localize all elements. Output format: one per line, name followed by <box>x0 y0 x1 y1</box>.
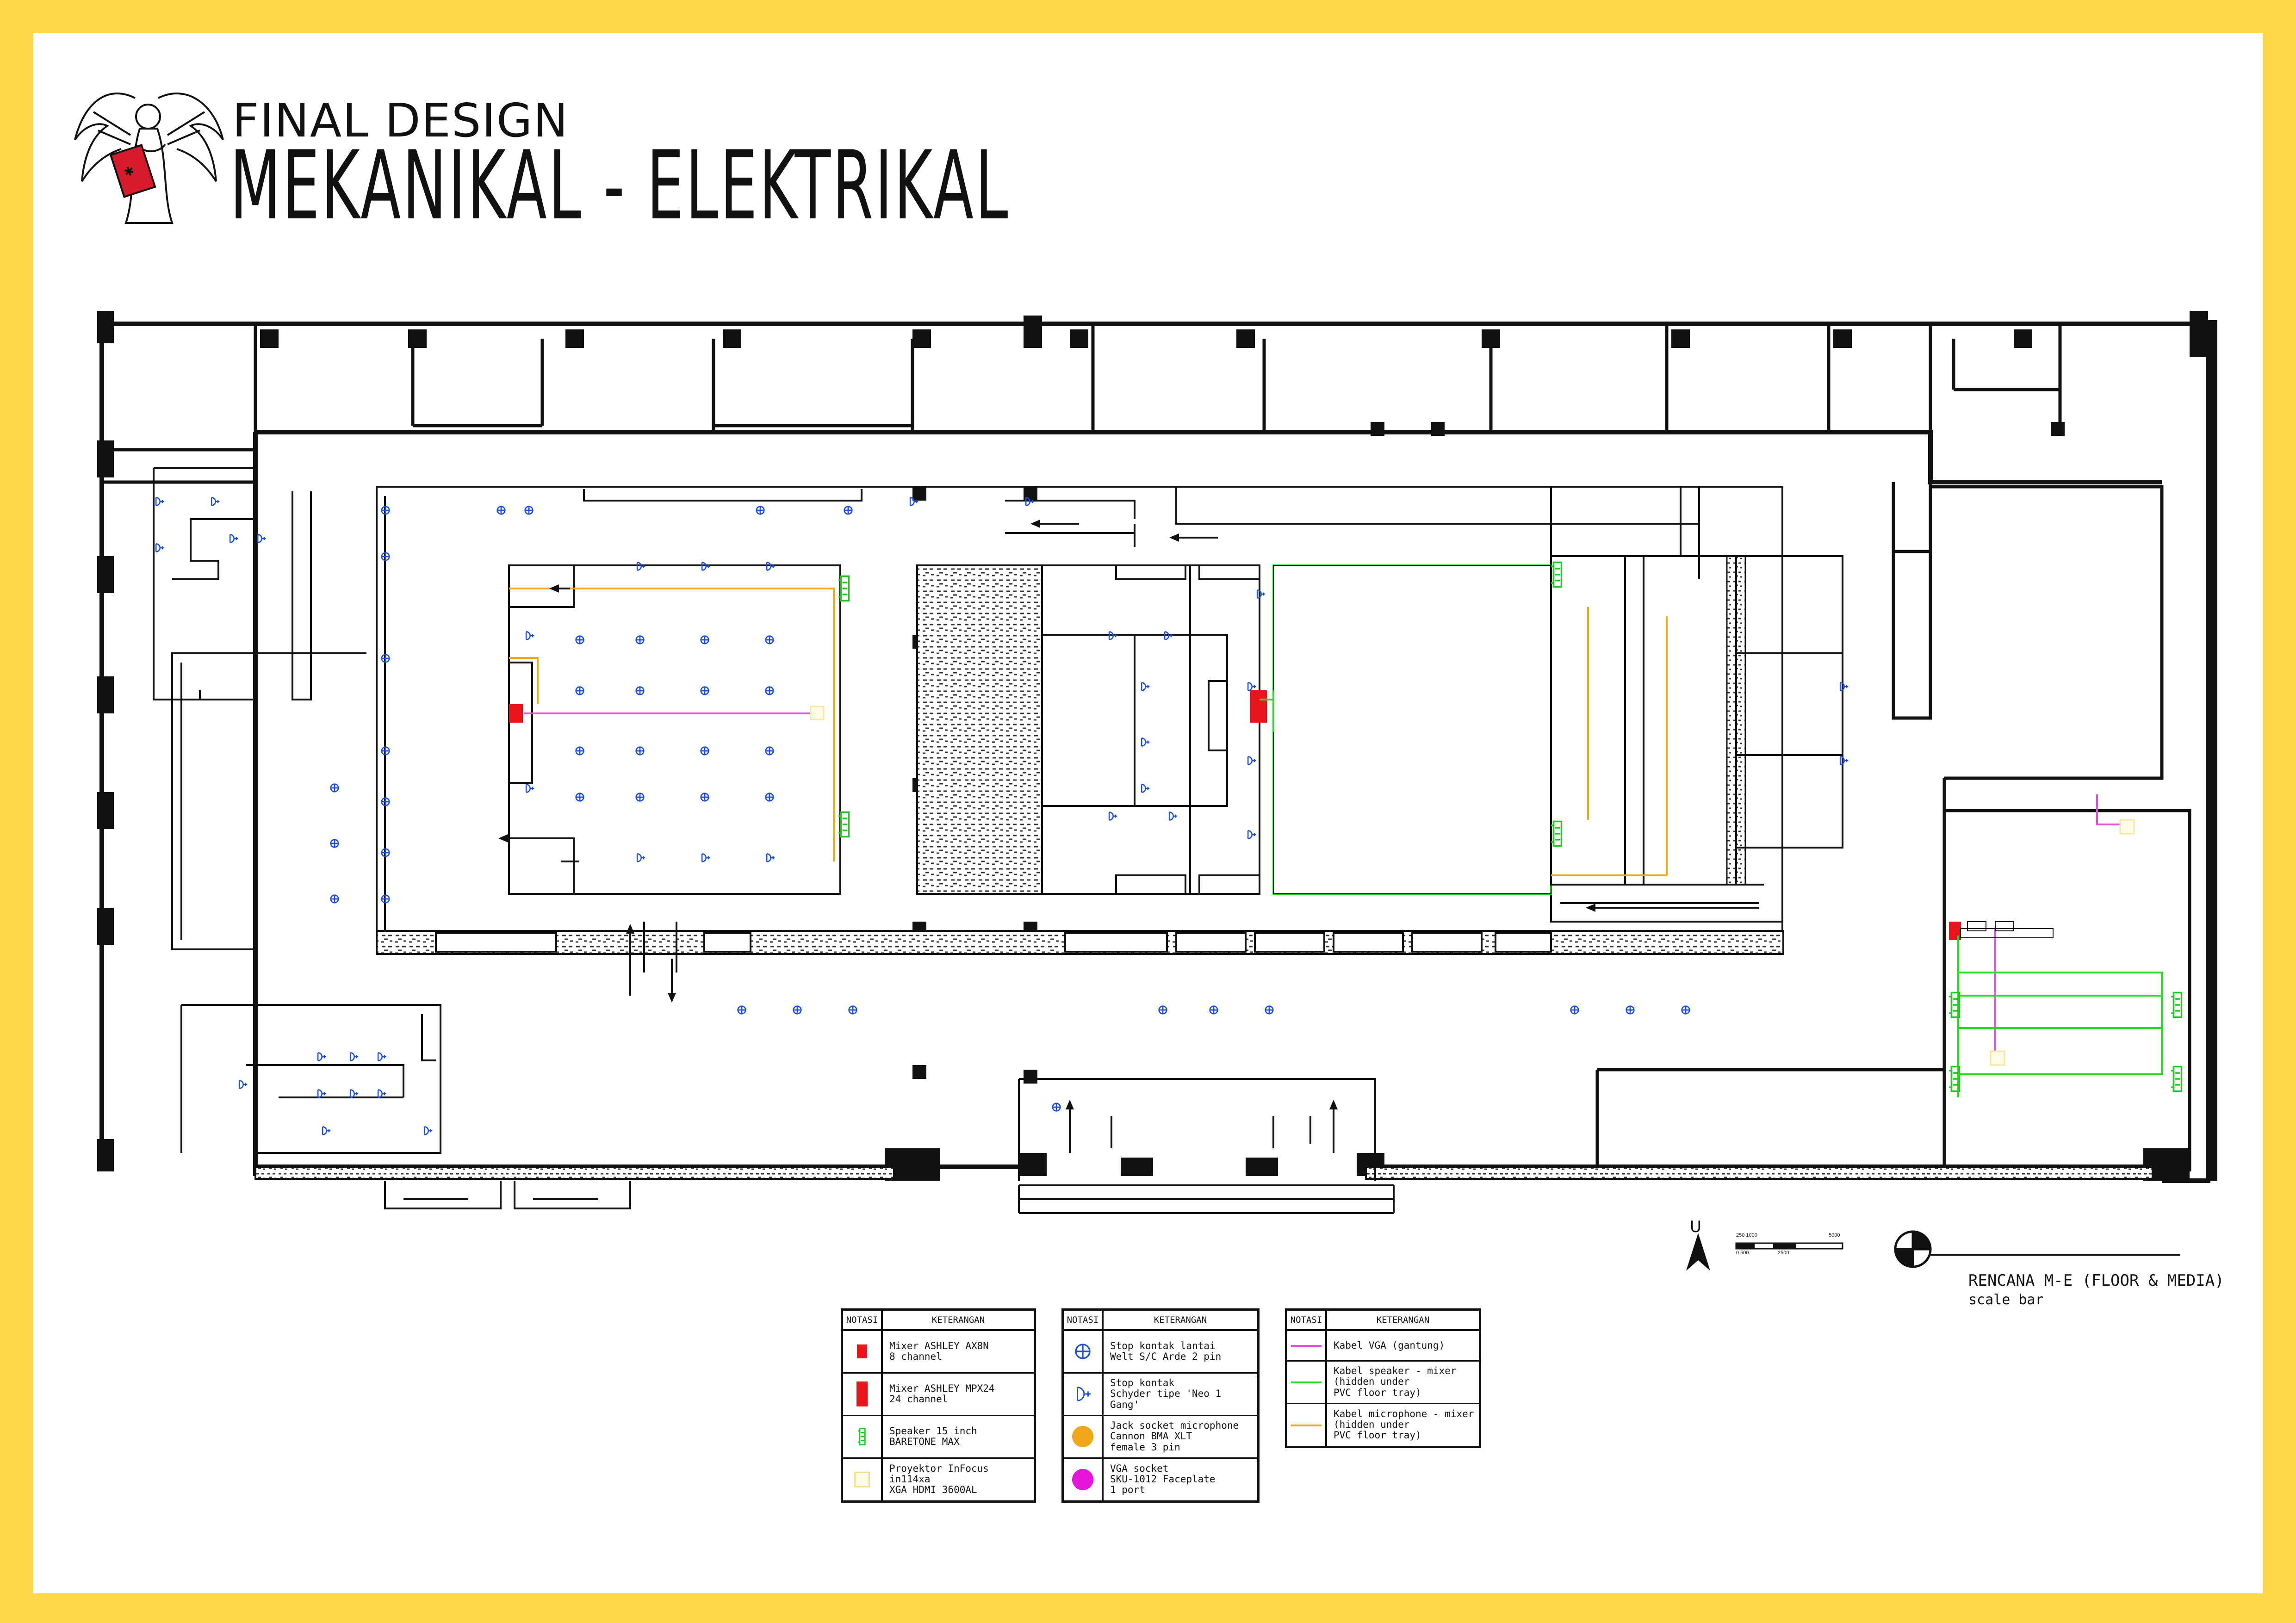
legend-line: PVC floor tray) <box>1334 1430 1421 1441</box>
legend-line: XGA HDMI 3600AL <box>889 1484 977 1496</box>
legend-line: Kabel microphone - mixer <box>1334 1408 1474 1420</box>
scale-tick: 250 1000 <box>1736 1233 1757 1238</box>
legend-line: BARETONE MAX <box>889 1436 960 1447</box>
south-wall-band-right <box>1365 1166 2153 1180</box>
mixer-ax8n <box>509 704 523 723</box>
legend-line: VGA socket <box>1110 1463 1169 1474</box>
scale-bar: 250 1000 0 500 2500 5000 <box>1736 1233 1856 1260</box>
legend-header-description: KETERANGAN <box>882 1311 1034 1331</box>
legend-line: 24 channel <box>889 1394 948 1405</box>
legend-line: Mixer ASHLEY MPX24 <box>889 1382 995 1394</box>
caption-scale: scale bar <box>1968 1292 2044 1308</box>
legend-line: Mixer ASHLEY AX8N <box>889 1340 989 1352</box>
scale-tick: 5000 <box>1829 1233 1840 1238</box>
page-subtitle: FINAL DESIGN <box>232 93 569 148</box>
seminar-room-left <box>508 564 841 895</box>
north-arrow-icon <box>1686 1233 1711 1271</box>
red-book-icon: ✱ <box>109 143 156 198</box>
legend-line: 8 channel <box>889 1351 942 1363</box>
angel-logo: ✱ <box>74 93 224 224</box>
mic-jack-icon <box>1072 1426 1093 1447</box>
mic-cable-icon <box>1291 1424 1322 1426</box>
legend-line: 1 port <box>1110 1484 1145 1496</box>
legend-line: PVC floor tray) <box>1334 1387 1421 1398</box>
speaker-cable-icon <box>1291 1381 1322 1383</box>
mixer-small-icon <box>857 1344 867 1359</box>
column-posts <box>97 311 2217 1181</box>
mixer-backroom <box>1949 922 1961 940</box>
circulation-arrows <box>498 519 1764 1153</box>
outer-walls <box>99 322 2210 1183</box>
entrance-steps <box>153 467 1395 1214</box>
legend-line: female 3 pin <box>1110 1441 1180 1453</box>
scale-tick: 2500 <box>1778 1250 1789 1256</box>
stage-zone <box>1272 564 1552 895</box>
legend-line: (hidden under <box>1334 1376 1410 1388</box>
legend-header-description: KETERANGAN <box>1326 1311 1479 1331</box>
legend-header-description: KETERANGAN <box>1103 1311 1257 1331</box>
legend-line: Stop kontak lantai <box>1110 1340 1216 1352</box>
legend-header-notation: NOTASI <box>1287 1311 1327 1331</box>
legend-line: Schyder tipe 'Neo 1 Gang' <box>1110 1388 1222 1410</box>
legend-header-notation: NOTASI <box>843 1311 883 1331</box>
mixer-mpx24 <box>1250 690 1267 723</box>
north-label: U <box>1690 1218 1701 1236</box>
mixer-large-icon <box>856 1381 868 1406</box>
vga-socket-icon <box>1072 1468 1093 1490</box>
legend-line: Proyektor InFocus in114xa <box>889 1463 989 1485</box>
cables <box>509 588 2163 1097</box>
caption-title: RENCANA M-E (FLOOR & MEDIA) <box>1968 1271 2224 1290</box>
legend-line: Kabel VGA (gantung) <box>1334 1339 1445 1351</box>
legend-line: Speaker 15 inch <box>889 1425 977 1437</box>
floor-plan <box>97 311 2217 1271</box>
middle-room <box>1041 564 1260 895</box>
page-title: MEKANIKAL - ELEKTRIKAL <box>230 131 1010 241</box>
projectors <box>810 706 2135 1066</box>
legend-line: Kabel speaker - mixer <box>1334 1365 1457 1377</box>
drawing-caption: RENCANA M-E (FLOOR & MEDIA) scale bar <box>1968 1271 2224 1308</box>
vga-cable-icon <box>1291 1345 1322 1347</box>
drawing-sheet: ✱ FINAL DESIGN MEKANIKAL - ELEKTRIKAL <box>33 33 2263 1593</box>
scale-tick: 0 500 <box>1736 1250 1749 1256</box>
wall-socket-icon <box>1077 1387 1091 1401</box>
legend-line: (hidden under <box>1334 1419 1410 1431</box>
section-target-icon <box>1894 1230 2180 1268</box>
legend-line: SKU-1012 Faceplate <box>1110 1474 1216 1485</box>
legend-cables: NOTASI KETERANGAN Kabel VGA (gantung) Ka… <box>1285 1308 1481 1448</box>
projector-icon <box>854 1471 870 1487</box>
legend-line: Jack socket microphone <box>1110 1420 1239 1431</box>
south-wall-band-left <box>254 1166 895 1180</box>
legend-header-notation: NOTASI <box>1064 1311 1104 1331</box>
speaker-icon <box>858 1427 866 1446</box>
legend-line: Stop kontak <box>1110 1377 1175 1389</box>
north-rooms <box>102 324 2191 1171</box>
legend-line: Cannon BMA XLT <box>1110 1431 1192 1442</box>
legend-line: Welt S/C Arde 2 pin <box>1110 1351 1222 1363</box>
central-hatched-block <box>916 564 1043 895</box>
floor-socket-icon <box>1075 1344 1091 1359</box>
right-seating <box>1550 555 1843 886</box>
scale-bar-graphic <box>1735 1242 1843 1250</box>
